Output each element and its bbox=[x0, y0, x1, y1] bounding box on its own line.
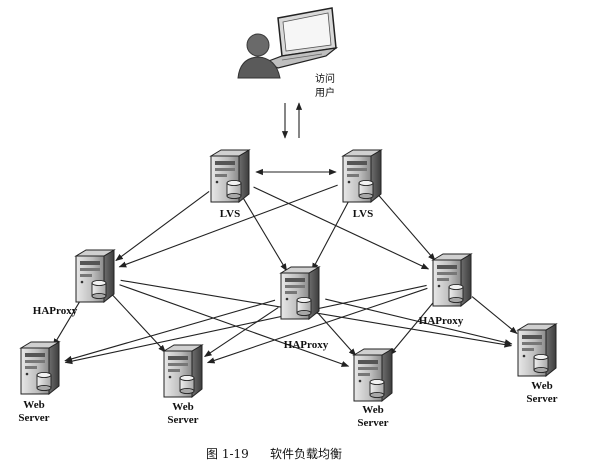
haproxy-label-2: HAProxy bbox=[284, 339, 329, 351]
server-icon bbox=[162, 344, 204, 399]
database-icon bbox=[226, 179, 242, 200]
haproxy-server-3 bbox=[431, 253, 473, 308]
web-server-1-label-line1: Web bbox=[23, 399, 44, 411]
web-server-1 bbox=[19, 341, 61, 396]
connection-arrow bbox=[471, 296, 518, 334]
connection-lines bbox=[52, 168, 518, 367]
lvs-label-2: LVS bbox=[353, 208, 373, 220]
connection-arrow bbox=[378, 195, 436, 261]
web-server-4-label-line1: Web bbox=[531, 380, 552, 392]
web-server-2-label-line1: Web bbox=[172, 401, 193, 413]
lvs-label-1: LVS bbox=[220, 208, 240, 220]
haproxy-server-1 bbox=[74, 249, 116, 304]
web-server-3-label-line1: Web bbox=[362, 404, 383, 416]
connection-arrow bbox=[206, 287, 428, 364]
connection-arrow bbox=[119, 284, 350, 367]
server-icon bbox=[516, 323, 558, 378]
connection-arrow bbox=[115, 191, 210, 261]
web-server-4 bbox=[516, 323, 558, 378]
connection-arrow bbox=[64, 299, 276, 362]
connection-arrow bbox=[325, 298, 513, 346]
lvs-server-1 bbox=[209, 149, 251, 204]
haproxy-server-2 bbox=[279, 266, 321, 321]
user-node: 访问 用户 bbox=[237, 7, 339, 139]
user-label-line1: 访问 bbox=[315, 72, 335, 85]
connection-arrow bbox=[112, 294, 166, 353]
database-icon bbox=[369, 378, 385, 399]
connection-arrow bbox=[64, 284, 427, 365]
server-icon bbox=[279, 266, 321, 321]
database-icon bbox=[448, 283, 464, 304]
laptop-icon bbox=[264, 7, 339, 69]
web-server-4-label-line2: Server bbox=[526, 393, 557, 405]
connection-arrow bbox=[253, 186, 430, 270]
server-icon bbox=[431, 253, 473, 308]
connection-arrow bbox=[118, 184, 338, 268]
web-server-2-label-line2: Server bbox=[167, 414, 198, 426]
person-icon bbox=[237, 33, 281, 79]
connection-arrow bbox=[203, 306, 279, 358]
haproxy-label-3: HAProxy bbox=[419, 315, 464, 327]
server-nodes bbox=[19, 149, 558, 403]
connection-arrow bbox=[242, 198, 288, 272]
connection-arrow bbox=[389, 299, 436, 356]
database-icon bbox=[533, 353, 549, 374]
connection-arrow bbox=[311, 198, 351, 271]
connection-arrow bbox=[316, 312, 357, 357]
web-server-3-label-line2: Server bbox=[357, 417, 388, 429]
figure-number: 图 1-19 bbox=[206, 447, 249, 461]
web-server-3 bbox=[352, 348, 394, 403]
database-icon bbox=[358, 179, 374, 200]
server-icon bbox=[209, 149, 251, 204]
connection-arrow bbox=[52, 298, 83, 347]
database-icon bbox=[36, 371, 52, 392]
web-server-2 bbox=[162, 344, 204, 399]
database-icon bbox=[179, 374, 195, 395]
user-label-line2: 用户 bbox=[315, 86, 335, 99]
haproxy-label-1: HAProxy bbox=[33, 305, 78, 317]
database-icon bbox=[91, 279, 107, 300]
database-icon bbox=[296, 296, 312, 317]
web-server-1-label-line2: Server bbox=[18, 412, 49, 424]
figure-title: 软件负载均衡 bbox=[270, 447, 342, 461]
lvs-server-2 bbox=[341, 149, 383, 204]
